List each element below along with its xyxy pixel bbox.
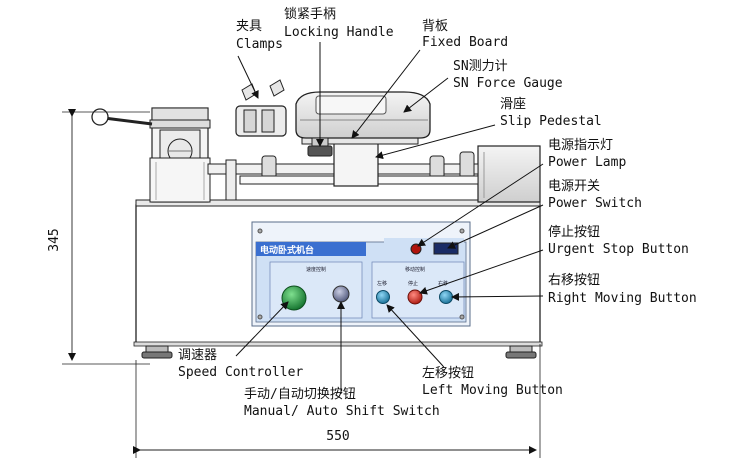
speed-controller-knob[interactable] <box>281 285 307 311</box>
power-switch-label-zh: 电源开关 <box>548 179 600 194</box>
clamps-label-zh: 夹具 <box>236 19 262 34</box>
height-dimension-value: 345 <box>47 228 62 251</box>
left-clamp-column <box>91 107 211 203</box>
stop-button-label: 停止 <box>408 280 418 287</box>
force-gauge-label-zh: SN测力计 <box>453 59 508 74</box>
width-dimension-value: 550 <box>326 429 349 444</box>
force-gauge <box>295 91 431 157</box>
control-panel: 电动卧式机台 速度控制 移动控制 左移 停止 右移 <box>251 221 471 327</box>
right-moving-button[interactable] <box>439 290 453 304</box>
left-moving-label-en: Left Moving Button <box>422 383 563 398</box>
power-switch-label-en: Power Switch <box>548 196 642 211</box>
force-gauge-label-en: SN Force Gauge <box>453 76 563 91</box>
manual-auto-label-en: Manual/ Auto Shift Switch <box>244 404 440 419</box>
fixed-board-label-zh: 背板 <box>422 19 448 34</box>
power-lamp-label-en: Power Lamp <box>548 155 626 170</box>
left-button-label: 左移 <box>377 280 387 287</box>
locking-handle-label-zh: 锁紧手柄 <box>284 6 336 22</box>
right-moving-label-zh: 右移按钮 <box>548 273 600 288</box>
slip-pedestal-label-zh: 滑座 <box>500 97 526 112</box>
leader-lines <box>235 42 544 394</box>
left-moving-label-zh: 左移按钮 <box>422 366 474 381</box>
width-dimension: 550 <box>133 344 541 458</box>
move-section-label: 移动控制 <box>405 266 425 273</box>
slip-pedestal-label-en: Slip Pedestal <box>500 114 602 129</box>
urgent-stop-label-en: Urgent Stop Button <box>548 242 689 257</box>
manual-auto-switch[interactable] <box>332 285 350 303</box>
slip-pedestal <box>301 137 419 187</box>
speed-section-label: 速度控制 <box>306 266 326 273</box>
height-dimension: 345 <box>47 109 150 365</box>
right-button-label: 右移 <box>438 280 448 287</box>
panel-title: 电动卧式机台 <box>260 244 314 256</box>
right-moving-label-en: Right Moving Button <box>548 291 697 306</box>
urgent-stop-button[interactable] <box>407 289 423 305</box>
motor-housing <box>477 145 541 203</box>
power-lamp-label-zh: 电源指示灯 <box>548 138 613 153</box>
urgent-stop-label-zh: 停止按钮 <box>548 224 600 240</box>
manual-auto-label-zh: 手动/自动切换按钮 <box>244 387 356 402</box>
clamp-jaws <box>235 79 287 137</box>
power-switch[interactable] <box>433 242 459 255</box>
speed-controller-label-en: Speed Controller <box>178 365 303 380</box>
clamps-label-en: Clamps <box>236 37 283 52</box>
left-moving-button[interactable] <box>376 290 390 304</box>
locking-handle-label-en: Locking Handle <box>284 25 394 40</box>
speed-controller-label-zh: 调速器 <box>178 348 217 363</box>
fixed-board-label-en: Fixed Board <box>422 35 508 50</box>
